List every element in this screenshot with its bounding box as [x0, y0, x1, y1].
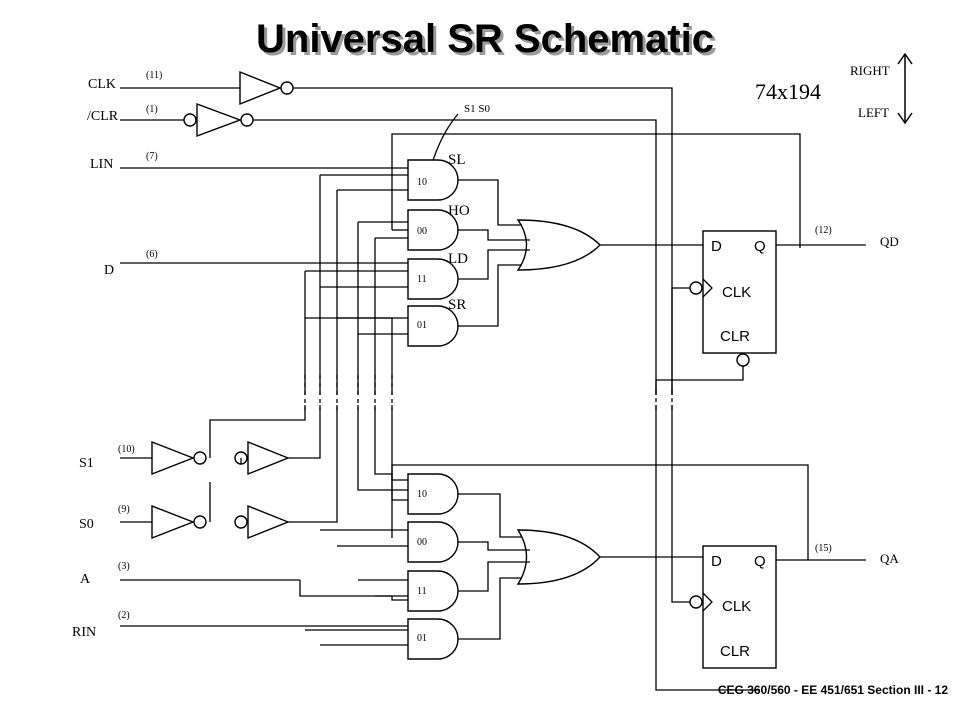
gate-code-lower-ho: 00 [417, 537, 427, 548]
flipflop-upper: D Q CLK CLR [689, 230, 777, 367]
gate-code-upper-sl: 10 [417, 177, 427, 188]
input-lin-label: LIN [90, 157, 113, 172]
gate-codes-lower: 10 00 11 01 [417, 489, 427, 644]
ff-lower-clk: CLK [722, 598, 751, 615]
gate-code-upper-sr: 01 [417, 320, 427, 331]
input-s1-pin: (10) [118, 444, 135, 455]
and-gate-lower-sr [407, 618, 459, 660]
input-clr-pin: (1) [146, 104, 158, 115]
ff-upper-clk: CLK [722, 284, 751, 301]
clk-inverter [239, 70, 282, 106]
and-gate-upper-sl [407, 159, 459, 201]
and-gate-upper-ho [407, 209, 459, 251]
and-gate-upper-ld [407, 258, 459, 300]
input-d-label: D [104, 263, 114, 278]
s0-buffer [247, 504, 290, 540]
input-clk-pin: (11) [146, 70, 162, 81]
input-s1-label: S1 [79, 456, 94, 471]
or-gate-lower [516, 529, 601, 585]
direction-right-label: RIGHT [850, 63, 890, 78]
or-gate-upper [516, 219, 601, 271]
mode-label-sr: SR [448, 297, 466, 313]
input-a-pin: (3) [118, 561, 130, 572]
direction-arrow-icon [897, 52, 913, 125]
input-clk-label: CLK [88, 77, 116, 92]
ff-lower-clr: CLR [720, 643, 750, 660]
mode-label-sl: SL [448, 152, 466, 168]
wiring [120, 87, 866, 691]
input-clr-label: /CLR [87, 109, 119, 124]
and-gate-lower-sl [407, 473, 459, 515]
ff-upper-clr: CLR [720, 328, 750, 345]
gate-codes-upper: 10 00 11 01 [417, 177, 427, 331]
input-rin-label: RIN [72, 625, 96, 640]
select-label: S1 S0 [464, 103, 490, 115]
mode-labels: SL HO LD SR [448, 152, 470, 313]
and-gate-lower-ho [407, 521, 459, 563]
input-labels: CLK (11) /CLR (1) LIN (7) D (6) S1 (10) … [72, 70, 162, 640]
inverters [151, 70, 294, 540]
clr-buffer [196, 102, 243, 138]
page-title-shadow: Universal SR Schematic [259, 20, 717, 64]
footer-course-label: CEG 360/560 - EE 451/651 Section III - 1… [718, 683, 948, 697]
gate-code-upper-ld: 11 [417, 274, 427, 285]
input-a-label: A [80, 572, 91, 587]
input-s0-label: S0 [79, 517, 94, 532]
output-qa-pin: (15) [815, 543, 832, 554]
direction-left-label: LEFT [858, 105, 889, 120]
bus-break [304, 375, 673, 410]
ff-lower-d: D [711, 553, 722, 570]
s0-inverter [151, 504, 195, 540]
and-gates-upper [407, 159, 459, 347]
gate-code-lower-sr: 01 [417, 633, 427, 644]
flipflop-lower: D Q CLK CLR [689, 545, 777, 669]
and-gate-upper-sr [407, 305, 459, 347]
output-labels: QD (12) QA (15) [815, 225, 899, 566]
or-gates [516, 219, 601, 585]
gate-code-lower-ld: 11 [417, 586, 427, 597]
mode-label-ho: HO [448, 203, 470, 219]
gate-code-upper-ho: 00 [417, 226, 427, 237]
s1-inverter [151, 440, 195, 476]
s1-buffer [247, 440, 290, 476]
ff-upper-d: D [711, 238, 722, 255]
mode-label-ld: LD [448, 251, 468, 267]
input-s0-pin: (9) [118, 504, 130, 515]
and-gate-lower-ld [407, 570, 459, 612]
output-qa-label: QA [880, 551, 899, 566]
input-d-pin: (6) [146, 249, 158, 260]
ff-lower-q: Q [754, 553, 766, 570]
and-gates-lower [407, 473, 459, 660]
output-qd-pin: (12) [815, 225, 832, 236]
gate-code-lower-sl: 10 [417, 489, 427, 500]
input-rin-pin: (2) [118, 610, 130, 621]
page-title: Universal SR Schematic [256, 17, 714, 61]
output-qd-label: QD [880, 234, 899, 249]
ff-upper-q: Q [754, 238, 766, 255]
input-lin-pin: (7) [146, 151, 158, 162]
part-number: 74x194 [755, 79, 821, 104]
